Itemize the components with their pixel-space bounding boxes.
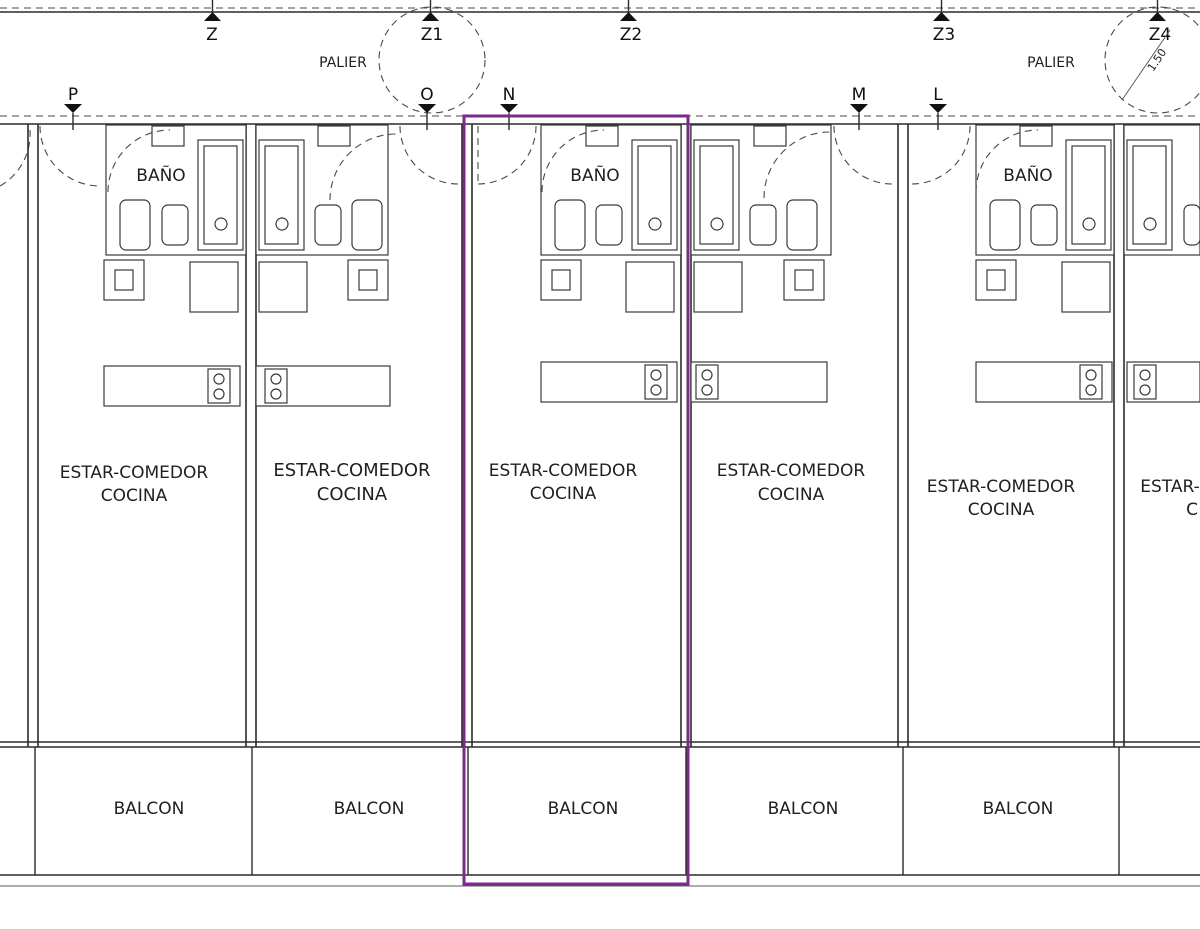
dimension-line [1121,29,1171,101]
bathroom-label-1: BAÑO [136,164,185,186]
living-label-1-line1: ESTAR-COMEDOR [60,463,209,483]
living-label-4-line1: ESTAR-COMEDOR [717,461,866,481]
axis-marker-z1: Z1 [421,0,443,45]
axis-label-z3: Z3 [933,25,955,45]
bathroom-door-swing-2 [329,133,397,201]
door-swing-l [911,125,971,185]
bathroom-label-3: BAÑO [570,164,619,186]
unit-fixtures-1 [103,124,247,407]
axis-marker-p: P [64,85,82,130]
bathroom-door-swing-5 [975,129,1039,193]
unit-fixtures-3 [540,124,682,403]
axis-marker-m: M [850,85,868,130]
axis-label-z1: Z1 [421,25,443,45]
living-label-3-line2: COCINA [530,484,597,504]
door-swing-landing-left [378,6,486,114]
balcony-label-4: BALCON [768,799,839,819]
axis-label-m: M [852,85,867,105]
balcony-label-3: BALCON [548,799,619,819]
axis-label-n: N [503,85,516,105]
axis-marker-z3: Z3 [933,0,955,45]
axis-marker-z2: Z2 [620,0,642,45]
highlighted-unit-outline [462,114,690,886]
living-label-6-line1: ESTAR- [1140,477,1199,497]
axis-marker-o: O [418,85,436,130]
living-label-2-line1: ESTAR-COMEDOR [273,460,430,481]
living-label-2-line2: COCINA [317,484,388,505]
living-label-6-line2: C [1186,500,1198,520]
bathroom-door-swing-4 [763,131,831,199]
facade-line [0,741,1200,748]
landing-label-right: PALIER [1027,55,1075,71]
door-swing-o [399,125,459,185]
unit-fixtures-6 [1123,124,1200,403]
bathroom-label-5: BAÑO [1003,164,1052,186]
axis-label-p: P [68,85,78,105]
axis-label-o: O [420,85,433,105]
axis-marker-z4: Z4 [1149,0,1171,45]
top-edge [0,7,1200,13]
unit-fixtures-4 [690,124,832,403]
door-swing-edge [0,129,31,187]
living-label-5-line1: ESTAR-COMEDOR [927,477,1076,497]
unit-fixtures-5 [975,124,1115,403]
axis-marker-n: N [500,85,518,130]
living-label-1-line2: COCINA [101,486,168,506]
living-label-5-line2: COCINA [968,500,1035,520]
axis-label-z: Z [206,25,218,45]
balcony-label-2: BALCON [334,799,405,819]
door-swing-n [477,125,537,185]
axis-label-l: L [933,85,943,105]
balcony-label-5: BALCON [983,799,1054,819]
axis-label-z2: Z2 [620,25,642,45]
unit-fixtures-2 [255,124,397,407]
axis-label-z4: Z4 [1149,25,1171,45]
bathroom-door-swing-1 [107,129,171,193]
dimension-label: 1.50 [1145,46,1169,74]
axis-marker-z: Z [204,0,221,45]
door-swing-p [39,125,101,187]
axis-marker-l: L [929,85,947,130]
living-label-3-line1: ESTAR-COMEDOR [489,461,638,481]
door-swing-m [833,125,893,185]
balcony-band [0,747,1200,887]
landing-label-left: PALIER [319,55,367,71]
living-label-4-line2: COCINA [758,485,825,505]
bathroom-door-swing-3 [541,129,605,193]
balcony-label-1: BALCON [114,799,185,819]
